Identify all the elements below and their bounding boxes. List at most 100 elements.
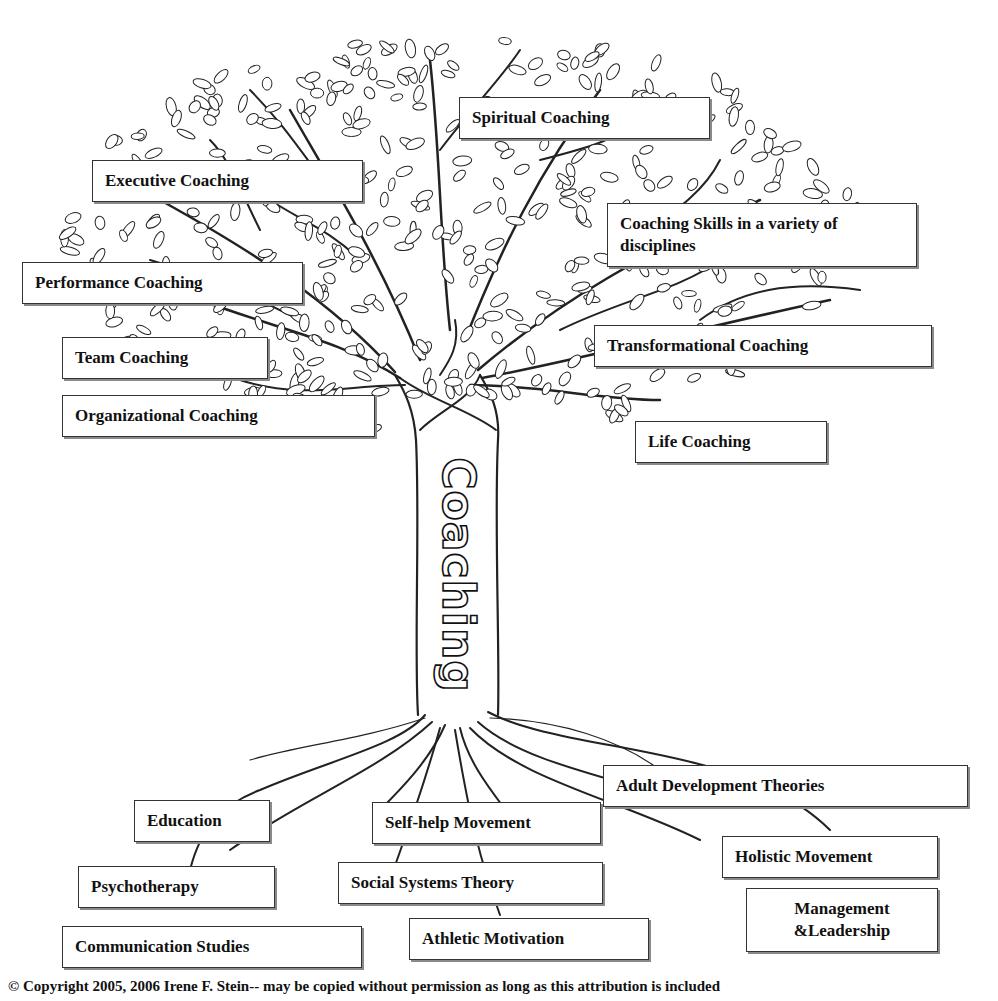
leaf — [729, 87, 740, 104]
leaf — [434, 42, 451, 57]
leaf — [333, 245, 342, 259]
leaf — [230, 202, 241, 221]
leaf — [639, 144, 655, 156]
leaf — [499, 147, 516, 161]
leaf — [57, 225, 77, 242]
box-text: Adult Development Theories — [616, 776, 824, 795]
leaf — [508, 63, 528, 76]
leaf — [534, 202, 551, 221]
leaf — [440, 267, 456, 285]
leaf — [533, 72, 553, 88]
leaf — [417, 64, 429, 84]
leaf — [427, 379, 436, 395]
root-box: Management &Leadership — [746, 888, 938, 952]
leaf — [306, 356, 324, 368]
leaf — [802, 300, 822, 311]
leaf — [131, 133, 144, 140]
leaf — [212, 67, 230, 85]
leaf — [533, 312, 547, 327]
leaf — [280, 305, 300, 317]
leaf — [466, 351, 482, 370]
leaf — [318, 258, 338, 269]
branch-box: Team Coaching — [62, 337, 268, 379]
leaf — [557, 49, 572, 61]
box-text: Spiritual Coaching — [472, 108, 609, 127]
leaf — [656, 282, 671, 293]
leaf — [118, 229, 129, 243]
leaf — [556, 61, 570, 73]
leaf — [368, 67, 378, 80]
leaf — [347, 221, 365, 239]
leaf — [505, 215, 525, 226]
leaf — [284, 331, 299, 343]
leaf — [376, 79, 395, 89]
leaf — [390, 93, 403, 102]
leaf — [490, 330, 505, 346]
leaf — [685, 177, 700, 193]
leaf — [351, 304, 369, 313]
leaf — [255, 305, 274, 315]
leaf — [414, 337, 430, 354]
leaf — [169, 109, 183, 128]
leaf — [342, 112, 354, 127]
leaf — [355, 42, 373, 57]
leaf — [733, 170, 744, 186]
leaf — [463, 245, 476, 255]
leaf — [348, 258, 365, 274]
leaf — [326, 91, 337, 106]
leaf — [292, 346, 306, 361]
leaf — [414, 198, 431, 214]
branch-box: Life Coaching — [635, 421, 827, 463]
leaf — [257, 144, 273, 154]
leaf — [547, 299, 565, 306]
leaf — [762, 127, 778, 141]
leaf — [145, 212, 162, 230]
trunk-title: Coaching — [436, 457, 480, 693]
branch-box: Executive Coaching — [92, 160, 363, 202]
leaf — [686, 372, 702, 384]
leaf — [750, 150, 768, 164]
leaf — [187, 99, 203, 116]
leaf — [633, 163, 649, 181]
leaf — [774, 158, 784, 176]
leaf — [151, 230, 166, 250]
leaf — [805, 157, 821, 177]
leaf — [311, 281, 325, 301]
leaf — [330, 216, 341, 230]
leaf — [332, 55, 350, 67]
leaf — [404, 38, 417, 58]
leaf — [586, 386, 601, 399]
leaf — [135, 323, 152, 336]
leaf — [717, 305, 733, 318]
leaf — [440, 69, 455, 79]
leaf — [571, 281, 591, 293]
leaf — [412, 84, 425, 103]
box-text: Team Coaching — [75, 348, 188, 367]
leaf — [601, 395, 613, 411]
leaf — [458, 324, 475, 344]
leaf — [491, 176, 505, 191]
leaf — [672, 296, 684, 310]
box-text: Performance Coaching — [35, 273, 203, 292]
leaf — [404, 136, 426, 152]
branch-box: Performance Coaching — [22, 262, 303, 304]
leaf — [352, 117, 372, 131]
box-text: Organizational Coaching — [75, 406, 258, 425]
leaf — [186, 207, 200, 218]
leaf — [731, 300, 746, 313]
leaf — [392, 291, 408, 307]
leaf — [574, 257, 589, 264]
leaf — [613, 402, 630, 418]
leaf — [498, 37, 511, 45]
leaf — [745, 120, 754, 135]
leaf — [321, 270, 337, 286]
leaf — [406, 390, 423, 398]
leaf — [753, 271, 769, 287]
leaf — [341, 82, 355, 95]
leaf — [383, 216, 400, 226]
leaf — [106, 303, 115, 319]
leaf — [570, 147, 588, 165]
leaf — [483, 257, 500, 275]
leaf — [452, 155, 472, 167]
leaf — [262, 77, 272, 90]
